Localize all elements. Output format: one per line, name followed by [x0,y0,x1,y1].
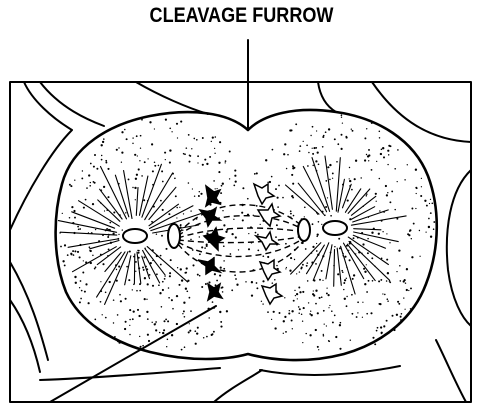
left-centrosome [123,229,147,243]
right-pole-body [298,219,310,241]
left-pole-body [168,224,180,248]
chromosomes-right [254,184,282,304]
chromosome-pointer [50,306,216,402]
right-centrosome [323,221,347,235]
